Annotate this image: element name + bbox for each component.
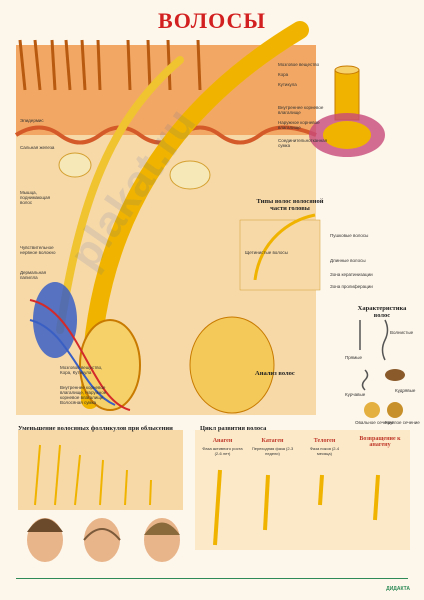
label-follicle: Внутреннее корневое влагалище, Наружное … <box>60 385 107 405</box>
cs-label-1: Кора <box>278 72 289 77</box>
label-nerve: Чувствительное нервное волокно <box>20 245 56 255</box>
footer-line <box>16 578 408 579</box>
cycle-desc-1: Переходная фаза (2-3 недели) <box>251 446 294 456</box>
characteristics-shapes <box>359 319 405 418</box>
char-label-3: Кудрявые <box>395 388 416 393</box>
label-papilla: Дермальная папилла <box>20 270 47 280</box>
cs-label-2: Кутикула <box>278 82 297 87</box>
types-hair-curve <box>253 213 316 281</box>
label-sebaceous: Сальная железа <box>20 145 55 150</box>
sebaceous-gland-right <box>169 160 211 190</box>
char-label-5: Круглое сечение <box>385 420 420 425</box>
cs-label-4: Наружное корневое влагалище <box>278 120 320 130</box>
cycle-stage-2: Телоген <box>313 438 336 444</box>
characteristics-title: Характеристика волос <box>357 305 407 319</box>
artery <box>29 299 131 411</box>
thinning-title: Уменьшение волосяных фолликулов при облы… <box>18 425 173 432</box>
hair-crosssection <box>309 65 385 157</box>
cycle-desc-2: Фаза покоя (2-4 месяца) <box>309 446 340 456</box>
cs-label-0: Мозговое вещество <box>278 62 320 67</box>
head-portraits <box>27 518 180 562</box>
cycle-desc-0: Фаза активного роста (2-6 лет) <box>202 446 243 456</box>
char-label-1: Волнистые <box>390 330 414 335</box>
label-arrector: Мышца, поднимающая волос <box>20 190 51 205</box>
vein-line <box>29 319 116 406</box>
hair-shaft-secondary <box>56 56 184 334</box>
analysis-title: Анализ волос <box>255 370 295 377</box>
types-label-2: Длинные волосы <box>330 258 366 263</box>
sebaceous-gland-left <box>58 152 92 178</box>
types-title: Типы волос волосяной части головы <box>256 198 324 212</box>
label-inner: Мозговое вещество, Кора, Кутикула <box>60 365 103 375</box>
cycle-panel <box>195 430 410 550</box>
page-title: ВОЛОСЫ <box>158 8 266 33</box>
cycle-stage-1: Катаген <box>261 438 284 444</box>
vein-follicle <box>33 282 77 358</box>
char-label-2: Курчавые <box>345 392 366 397</box>
types-label-4: Зона пролиферации <box>330 284 373 289</box>
thinning-follicles <box>34 444 152 506</box>
label-epidermis: Эпидермис <box>20 118 44 123</box>
types-label-1: Щетинистые волосы <box>245 250 288 255</box>
cycle-stage-0: Анаген <box>212 438 233 444</box>
cs-label-3: Внутреннее корневое влагалище <box>278 105 324 115</box>
cycle-follicles <box>213 469 380 546</box>
char-label-0: Прямые <box>345 355 362 360</box>
hair-bulb <box>79 319 141 411</box>
char-label-4: Овальное сечение <box>355 420 395 425</box>
types-label-0: Пушковые волосы <box>330 233 369 238</box>
brand-logo: ДИДАКТА <box>386 586 410 592</box>
cs-label-5: Соединительнотканная сумка <box>278 138 328 148</box>
cycle-stage-3: Возвращение к анагену <box>359 436 401 448</box>
cycle-title: Цикл развития волоса <box>200 425 267 432</box>
types-label-3: Зона кератинизации <box>330 272 373 277</box>
analysis-image <box>189 316 275 414</box>
